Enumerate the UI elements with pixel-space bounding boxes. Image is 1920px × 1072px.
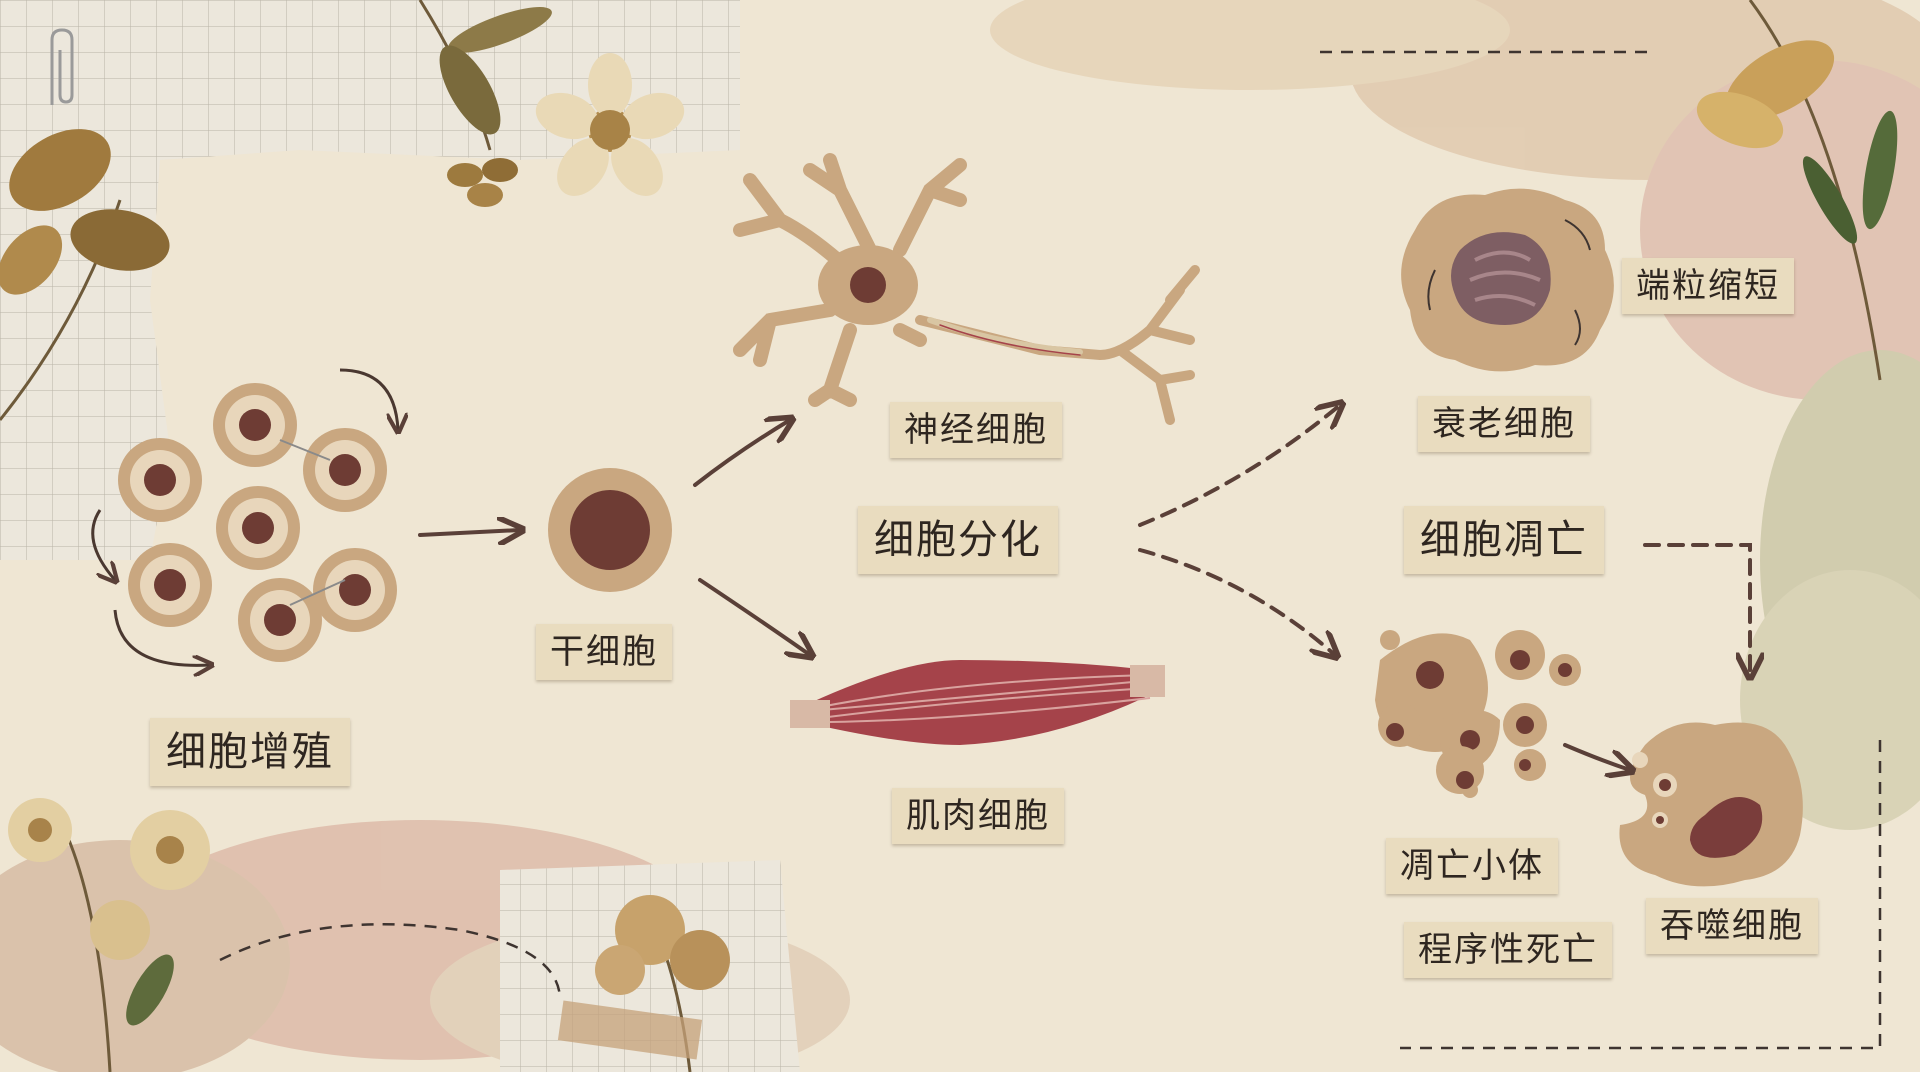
dashed-frame-lines [219,50,1882,1050]
label-telomere: 端粒缩短 [1622,258,1794,315]
neuron-cell [733,153,1200,425]
muscle-cell [790,660,1165,745]
label-differentiation: 细胞分化 [858,506,1058,574]
label-senescent: 衰老细胞 [1418,396,1590,453]
solid-arrows [418,420,1630,770]
dashed-arrows [1138,405,1750,675]
label-muscle: 肌肉细胞 [892,788,1064,845]
proliferating-cells [91,368,398,665]
label-apoptotic-bodies: 凋亡小体 [1386,838,1558,895]
label-proliferation: 细胞增殖 [150,718,350,786]
label-neuron: 神经细胞 [890,402,1062,459]
stem-cell [548,468,672,592]
label-stem-cell: 干细胞 [536,624,672,681]
label-apoptosis: 细胞凋亡 [1404,506,1604,574]
senescent-cell [1401,188,1614,372]
phagocyte-cell [1619,722,1803,887]
label-phagocyte: 吞噬细胞 [1646,898,1818,955]
apoptotic-bodies [1375,630,1581,798]
label-programmed-death: 程序性死亡 [1404,922,1612,979]
paperclip-icon [50,28,74,105]
